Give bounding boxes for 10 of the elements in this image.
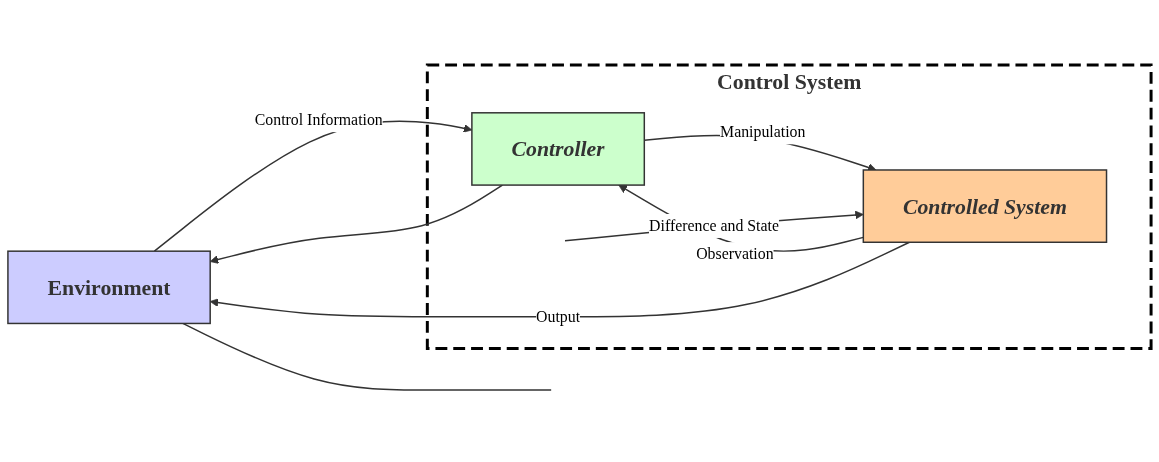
arrow xyxy=(564,210,864,242)
edge-label: Output xyxy=(536,307,581,325)
node-box: Environment xyxy=(7,250,211,325)
edge-label: Difference and State xyxy=(649,217,779,234)
edge-label: Observation xyxy=(696,245,774,263)
edge-label: Manipulation xyxy=(720,123,806,141)
connector xyxy=(182,322,552,391)
node-box: Controlled System xyxy=(862,169,1108,243)
edge-label: Control Information xyxy=(254,111,383,129)
node-box: Controller xyxy=(471,112,646,186)
